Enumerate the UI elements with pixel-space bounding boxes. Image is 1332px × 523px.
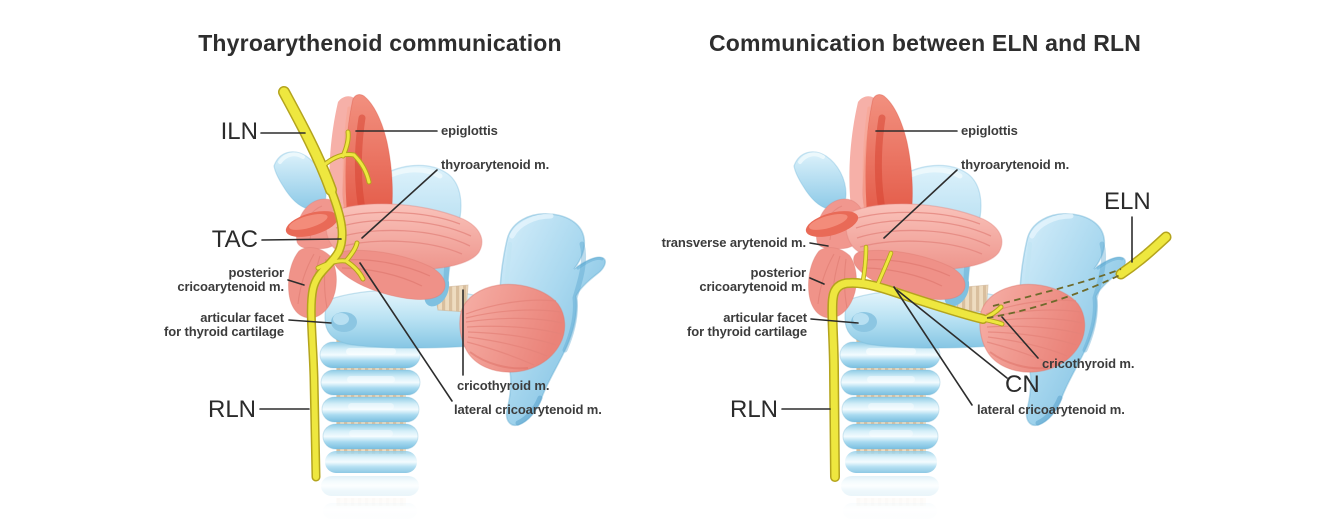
label-line: articular facet <box>723 310 807 325</box>
line-posterior <box>287 279 305 286</box>
label-eln: ELN <box>1104 188 1151 215</box>
dashed-nerve-course <box>986 268 1123 319</box>
right-panel-title: Communication between ELN and RLN <box>708 30 1142 56</box>
nerve-rln-cn-eln <box>827 231 1172 482</box>
label-line: for thyroid cartilage <box>687 323 807 339</box>
line-posterior <box>809 277 825 285</box>
label-articular-facet-right: articular facet for thyroid cartilage <box>647 311 807 338</box>
line-articular <box>288 319 332 324</box>
label-rln-left: RLN <box>207 396 256 423</box>
line-lateral <box>359 262 453 402</box>
larynx-illustration-left <box>259 86 605 523</box>
label-transverse-arytenoid: transverse arytenoid m. <box>661 235 806 250</box>
line-tac <box>261 238 342 241</box>
line-cricothyroid <box>1001 316 1039 359</box>
label-line: cricoarytenoid m. <box>177 278 284 294</box>
left-label-lines <box>259 130 464 410</box>
label-line: cricoarytenoid m. <box>699 278 806 294</box>
line-articular <box>810 318 859 324</box>
label-lateral-cricoarytenoid-left: lateral cricoarytenoid m. <box>454 402 602 417</box>
nerve-iln-tac-rln <box>278 86 372 482</box>
label-iln: ILN <box>220 118 258 145</box>
label-thyroarytenoid-left: thyroarytenoid m. <box>441 157 550 172</box>
left-panel-title: Thyroarythenoid communication <box>198 30 562 56</box>
label-line: posterior <box>750 265 807 280</box>
label-epiglottis-right: epiglottis <box>961 123 1018 138</box>
label-lateral-cricoarytenoid-right: lateral cricoarytenoid m. <box>977 402 1125 417</box>
line-cn <box>896 289 1008 379</box>
right-label-lines <box>781 130 1133 410</box>
label-thyroarytenoid-right: thyroarytenoid m. <box>961 157 1070 172</box>
label-line: posterior <box>228 265 285 280</box>
line-thyroarytenoid <box>883 169 958 239</box>
label-line: for thyroid cartilage <box>164 323 284 339</box>
label-posterior-cricoarytenoid-right: posterior cricoarytenoid m. <box>656 266 806 293</box>
label-cn: CN <box>1005 371 1040 398</box>
line-lateral <box>893 286 973 406</box>
larynx-illustration-right <box>781 95 1172 523</box>
line-transverse <box>809 242 829 247</box>
label-cricothyroid-left: cricothyroid m. <box>457 378 550 393</box>
label-cricothyroid-right: cricothyroid m. <box>1042 356 1135 371</box>
label-tac: TAC <box>211 226 258 253</box>
label-articular-facet-left: articular facet for thyroid cartilage <box>124 311 284 338</box>
line-thyroarytenoid <box>361 169 438 239</box>
label-rln-right: RLN <box>729 396 778 423</box>
label-posterior-cricoarytenoid-left: posterior cricoarytenoid m. <box>134 266 284 293</box>
label-epiglottis-left: epiglottis <box>441 123 498 138</box>
label-line: articular facet <box>200 310 284 325</box>
